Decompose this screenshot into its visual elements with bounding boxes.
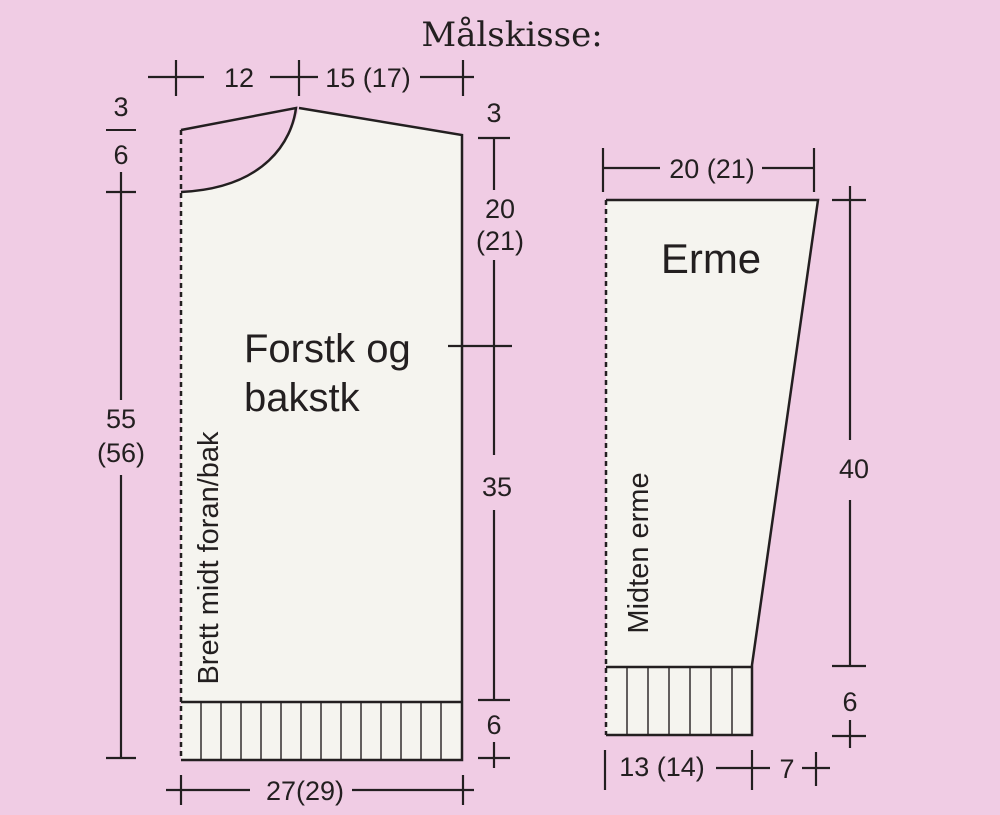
dim-right-side <box>448 136 512 768</box>
dim-shoulder-left: 12 <box>224 63 254 93</box>
body-label-line2: bakstk <box>244 376 361 420</box>
dim-sleeve-cuff-extra: 7 <box>779 754 794 784</box>
dim-shoulder-drop: 3 <box>486 98 501 128</box>
sleeve-piece: Erme Midten erme 20 (21) 40 6 <box>601 148 869 790</box>
dim-total-height <box>106 172 136 760</box>
sleeve-outline-stroke <box>606 198 820 737</box>
dim-armhole-line1: 20 <box>485 194 515 224</box>
dim-total-line2: (56) <box>97 438 145 468</box>
dim-sleeve-top <box>601 148 816 192</box>
fold-label: Brett midt foran/bak <box>193 431 225 685</box>
body-outline <box>181 108 462 760</box>
dim-armhole-line2: (21) <box>476 226 524 256</box>
dim-body-width-label: 27(29) <box>266 776 344 806</box>
dim-shoulder <box>148 60 474 96</box>
dim-side-length: 35 <box>482 472 512 502</box>
dim-body-rib: 6 <box>486 710 501 740</box>
sleeve-label: Erme <box>661 235 761 282</box>
dim-sleeve-top-label: 20 (21) <box>669 154 755 184</box>
body-piece: Forstk og bakstk Brett midt foran/bak 12… <box>97 60 524 806</box>
dim-sleeve-cuff <box>603 750 830 790</box>
diagram-title: Målskisse: <box>421 15 602 55</box>
body-label-line1: Forstk og <box>244 327 411 371</box>
dim-neck-top: 3 <box>113 92 128 122</box>
dim-neck-bottom: 6 <box>113 140 128 170</box>
dim-total-line1: 55 <box>106 404 136 434</box>
dim-sleeve-length <box>832 186 866 748</box>
dim-body-width <box>166 775 474 805</box>
dim-shoulder-right: 15 (17) <box>325 63 411 93</box>
body-rib-lines <box>200 702 442 760</box>
dim-sleeve-rib: 6 <box>842 687 857 717</box>
sleeve-rib-lines <box>626 667 733 735</box>
sleeve-outline <box>606 200 818 735</box>
dim-sleeve-cuff-label: 13 (14) <box>619 752 705 782</box>
dim-sleeve-length-label: 40 <box>839 454 869 484</box>
sleeve-center-label: Midten erme <box>623 472 655 633</box>
